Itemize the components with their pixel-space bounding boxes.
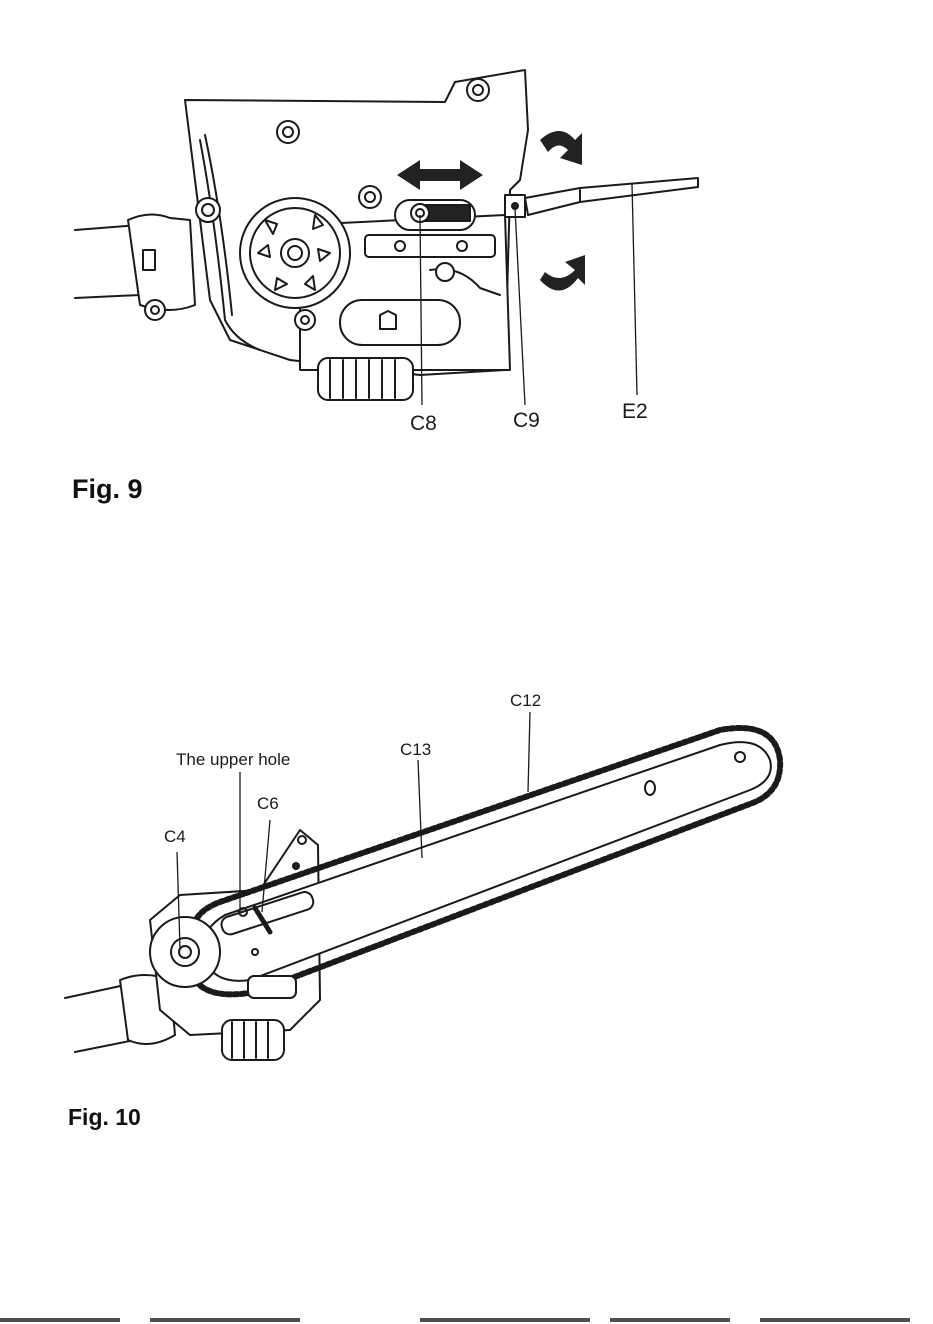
bolt — [467, 79, 489, 101]
bottom-border-rule — [0, 1318, 933, 1322]
figure-10-caption: Fig. 10 — [68, 1104, 141, 1131]
bolt — [359, 186, 381, 208]
label-upper-hole: The upper hole — [176, 750, 290, 769]
bolt — [295, 310, 315, 330]
label-c6: C6 — [257, 794, 279, 813]
bolt — [196, 198, 220, 222]
label-e2: E2 — [622, 400, 648, 423]
bolt — [145, 300, 165, 320]
label-c9: C9 — [513, 409, 540, 432]
label-c12: C12 — [510, 691, 541, 710]
figure-9-diagram: C8 C9 E2 — [0, 40, 933, 500]
adjuster-knob — [318, 358, 413, 400]
label-c8: C8 — [410, 412, 437, 435]
label-c13: C13 — [400, 740, 431, 759]
figure-9-caption: Fig. 9 — [72, 474, 143, 505]
bolt — [277, 121, 299, 143]
shaft-collar — [128, 214, 195, 310]
figure-10-diagram: The upper hole C6 C4 C13 C12 — [0, 680, 933, 1100]
label-c4: C4 — [164, 827, 186, 846]
bar-window — [248, 976, 296, 998]
bar-window — [340, 300, 460, 345]
screwdriver — [525, 178, 698, 215]
